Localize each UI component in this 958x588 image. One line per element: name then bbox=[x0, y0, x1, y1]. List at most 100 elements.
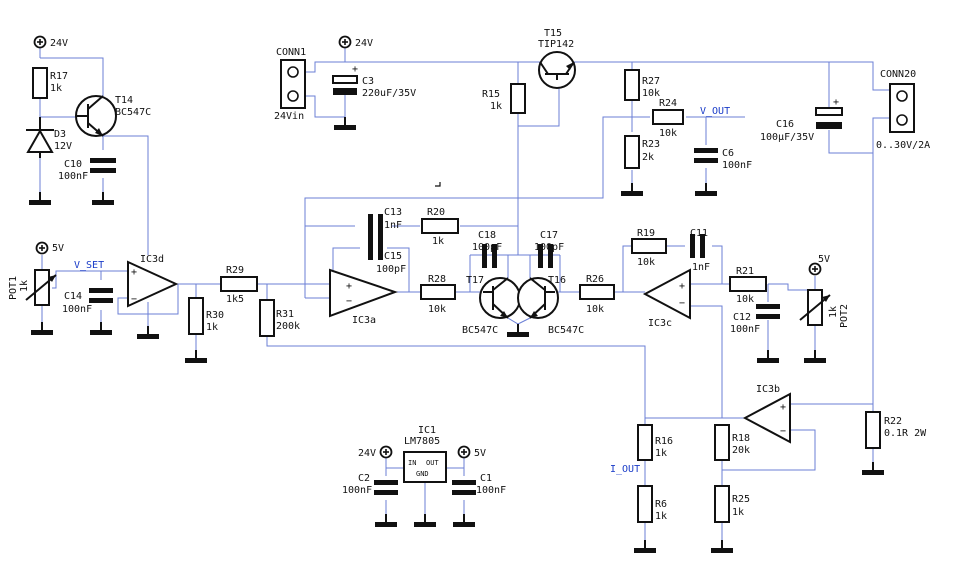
capacitor-c2: C2 100nF bbox=[342, 473, 398, 496]
c17-value: 100pF bbox=[534, 242, 564, 253]
ic3b-minus: − bbox=[780, 426, 786, 437]
r30-value: 1k bbox=[206, 322, 218, 333]
potentiometer-pot1: POT1 1k bbox=[8, 269, 57, 306]
net-i-out: I_OUT bbox=[610, 464, 640, 475]
resistor-r25: R25 1k bbox=[714, 485, 750, 523]
connector-conn1: CONN1 24Vin bbox=[274, 47, 306, 122]
net-v-set: V_SET bbox=[74, 260, 104, 271]
resistor-r31: R31 200k bbox=[259, 299, 300, 337]
c3-polarity: + bbox=[352, 64, 358, 75]
r6-value: 1k bbox=[655, 511, 667, 522]
ic3d-minus: − bbox=[131, 294, 137, 305]
transistor-t17: T17 BC547C bbox=[462, 275, 521, 336]
potentiometer-pot2: 1k POT2 bbox=[799, 289, 850, 328]
opamp-ic3c: + − IC3c bbox=[642, 268, 691, 329]
t17-ref: T17 bbox=[466, 275, 484, 286]
c6-ref: C6 bbox=[722, 148, 734, 159]
r30-ref: R30 bbox=[206, 310, 224, 321]
transistor-t14: T14 BC547C bbox=[75, 95, 151, 137]
resistor-r16: R16 1k bbox=[637, 424, 673, 461]
c10-value: 100nF bbox=[58, 171, 88, 182]
net-v-out: V_OUT bbox=[700, 106, 730, 117]
c17-ref: C17 bbox=[540, 230, 558, 241]
t14-value: BC547C bbox=[115, 107, 151, 118]
ic1-value: LM7805 bbox=[404, 436, 440, 447]
supply-24v-ic1: 24V bbox=[358, 445, 393, 459]
c10-ref: C10 bbox=[64, 159, 82, 170]
supply-24v-conn1-label: 24V bbox=[355, 38, 373, 49]
r31-value: 200k bbox=[276, 321, 300, 332]
r28-value: 10k bbox=[428, 304, 446, 315]
c1-ref: C1 bbox=[480, 473, 492, 484]
ic3a-ref: IC3a bbox=[352, 315, 376, 326]
opamp-ic3d: + − IC3d bbox=[127, 254, 179, 308]
c1-value: 100nF bbox=[476, 485, 506, 496]
r26-value: 10k bbox=[586, 304, 604, 315]
capacitor-c14: C14 100nF bbox=[62, 288, 113, 315]
conn20-ref: CONN20 bbox=[880, 69, 916, 80]
wires bbox=[39, 48, 890, 540]
opamp-ic3a: + − IC3a bbox=[329, 268, 398, 326]
capacitor-c10: C10 100nF bbox=[58, 158, 116, 182]
r23-value: 2k bbox=[642, 152, 654, 163]
r27-value: 10k bbox=[642, 88, 660, 99]
ic3b-plus: + bbox=[780, 402, 786, 413]
r25-value: 1k bbox=[732, 507, 744, 518]
c16-value: 100µF/35V bbox=[760, 132, 814, 143]
r24-ref: R24 bbox=[659, 98, 677, 109]
t16-ref: T16 bbox=[548, 275, 566, 286]
c16-ref: C16 bbox=[776, 119, 794, 130]
c14-value: 100nF bbox=[62, 304, 92, 315]
ic3c-ref: IC3c bbox=[648, 318, 672, 329]
capacitor-c11: C11 1nF bbox=[690, 228, 710, 273]
t16-value: BC547C bbox=[548, 325, 584, 336]
r22-value: 0.1R 2W bbox=[884, 428, 927, 439]
r16-ref: R16 bbox=[655, 436, 673, 447]
supply-5v-pot2: 5V bbox=[808, 254, 830, 276]
c6-value: 100nF bbox=[722, 160, 752, 171]
r17-ref: R17 bbox=[50, 71, 68, 82]
r29-ref: R29 bbox=[226, 265, 244, 276]
capacitor-c3: + C3 220uF/35V bbox=[332, 64, 416, 99]
c14-ref: C14 bbox=[64, 291, 82, 302]
r27-ref: R27 bbox=[642, 76, 660, 87]
r28-ref: R28 bbox=[428, 274, 446, 285]
supply-5v-pot1-label: 5V bbox=[52, 243, 64, 254]
r21-ref: R21 bbox=[736, 266, 754, 277]
resistor-r30: R30 1k bbox=[188, 297, 224, 335]
supply-5v-ic1: 5V bbox=[457, 445, 486, 459]
c12-ref: C12 bbox=[733, 312, 751, 323]
c12-value: 100nF bbox=[730, 324, 760, 335]
r19-value: 10k bbox=[637, 257, 655, 268]
r29-value: 1k5 bbox=[226, 294, 244, 305]
r23-ref: R23 bbox=[642, 139, 660, 150]
resistor-r20: R20 1k bbox=[421, 207, 459, 247]
r19-ref: R19 bbox=[637, 228, 655, 239]
ic3c-plus: + bbox=[679, 281, 685, 292]
ground-symbols bbox=[28, 116, 885, 554]
c18-ref: C18 bbox=[478, 230, 496, 241]
capacitor-c6: C6 100nF bbox=[694, 148, 752, 171]
resistor-r21: R21 10k bbox=[729, 266, 767, 305]
pot2-ref: POT2 bbox=[839, 304, 850, 328]
stray-mark bbox=[435, 182, 441, 187]
pot1-value: 1k bbox=[19, 280, 30, 292]
ic1-gnd: GND bbox=[416, 470, 429, 478]
d3-ref: D3 bbox=[54, 129, 66, 140]
conn20-value: 0..30V/2A bbox=[876, 140, 930, 151]
r31-ref: R31 bbox=[276, 309, 294, 320]
r6-ref: R6 bbox=[655, 499, 667, 510]
ic3d-ref: IC3d bbox=[140, 254, 164, 265]
conn1-value: 24Vin bbox=[274, 111, 304, 122]
r16-value: 1k bbox=[655, 448, 667, 459]
ic3a-minus: − bbox=[346, 296, 352, 307]
resistor-r23: R23 2k bbox=[624, 135, 660, 169]
c3-ref: C3 bbox=[362, 76, 374, 87]
r17-value: 1k bbox=[50, 83, 62, 94]
ic1-in: IN bbox=[408, 459, 416, 467]
resistor-r18: R18 20k bbox=[714, 424, 750, 461]
supply-5v-pot2-label: 5V bbox=[818, 254, 830, 265]
ic3d-plus: + bbox=[131, 267, 137, 278]
transistor-t15: T15 TIP142 bbox=[538, 28, 576, 89]
ic3a-plus: + bbox=[346, 281, 352, 292]
